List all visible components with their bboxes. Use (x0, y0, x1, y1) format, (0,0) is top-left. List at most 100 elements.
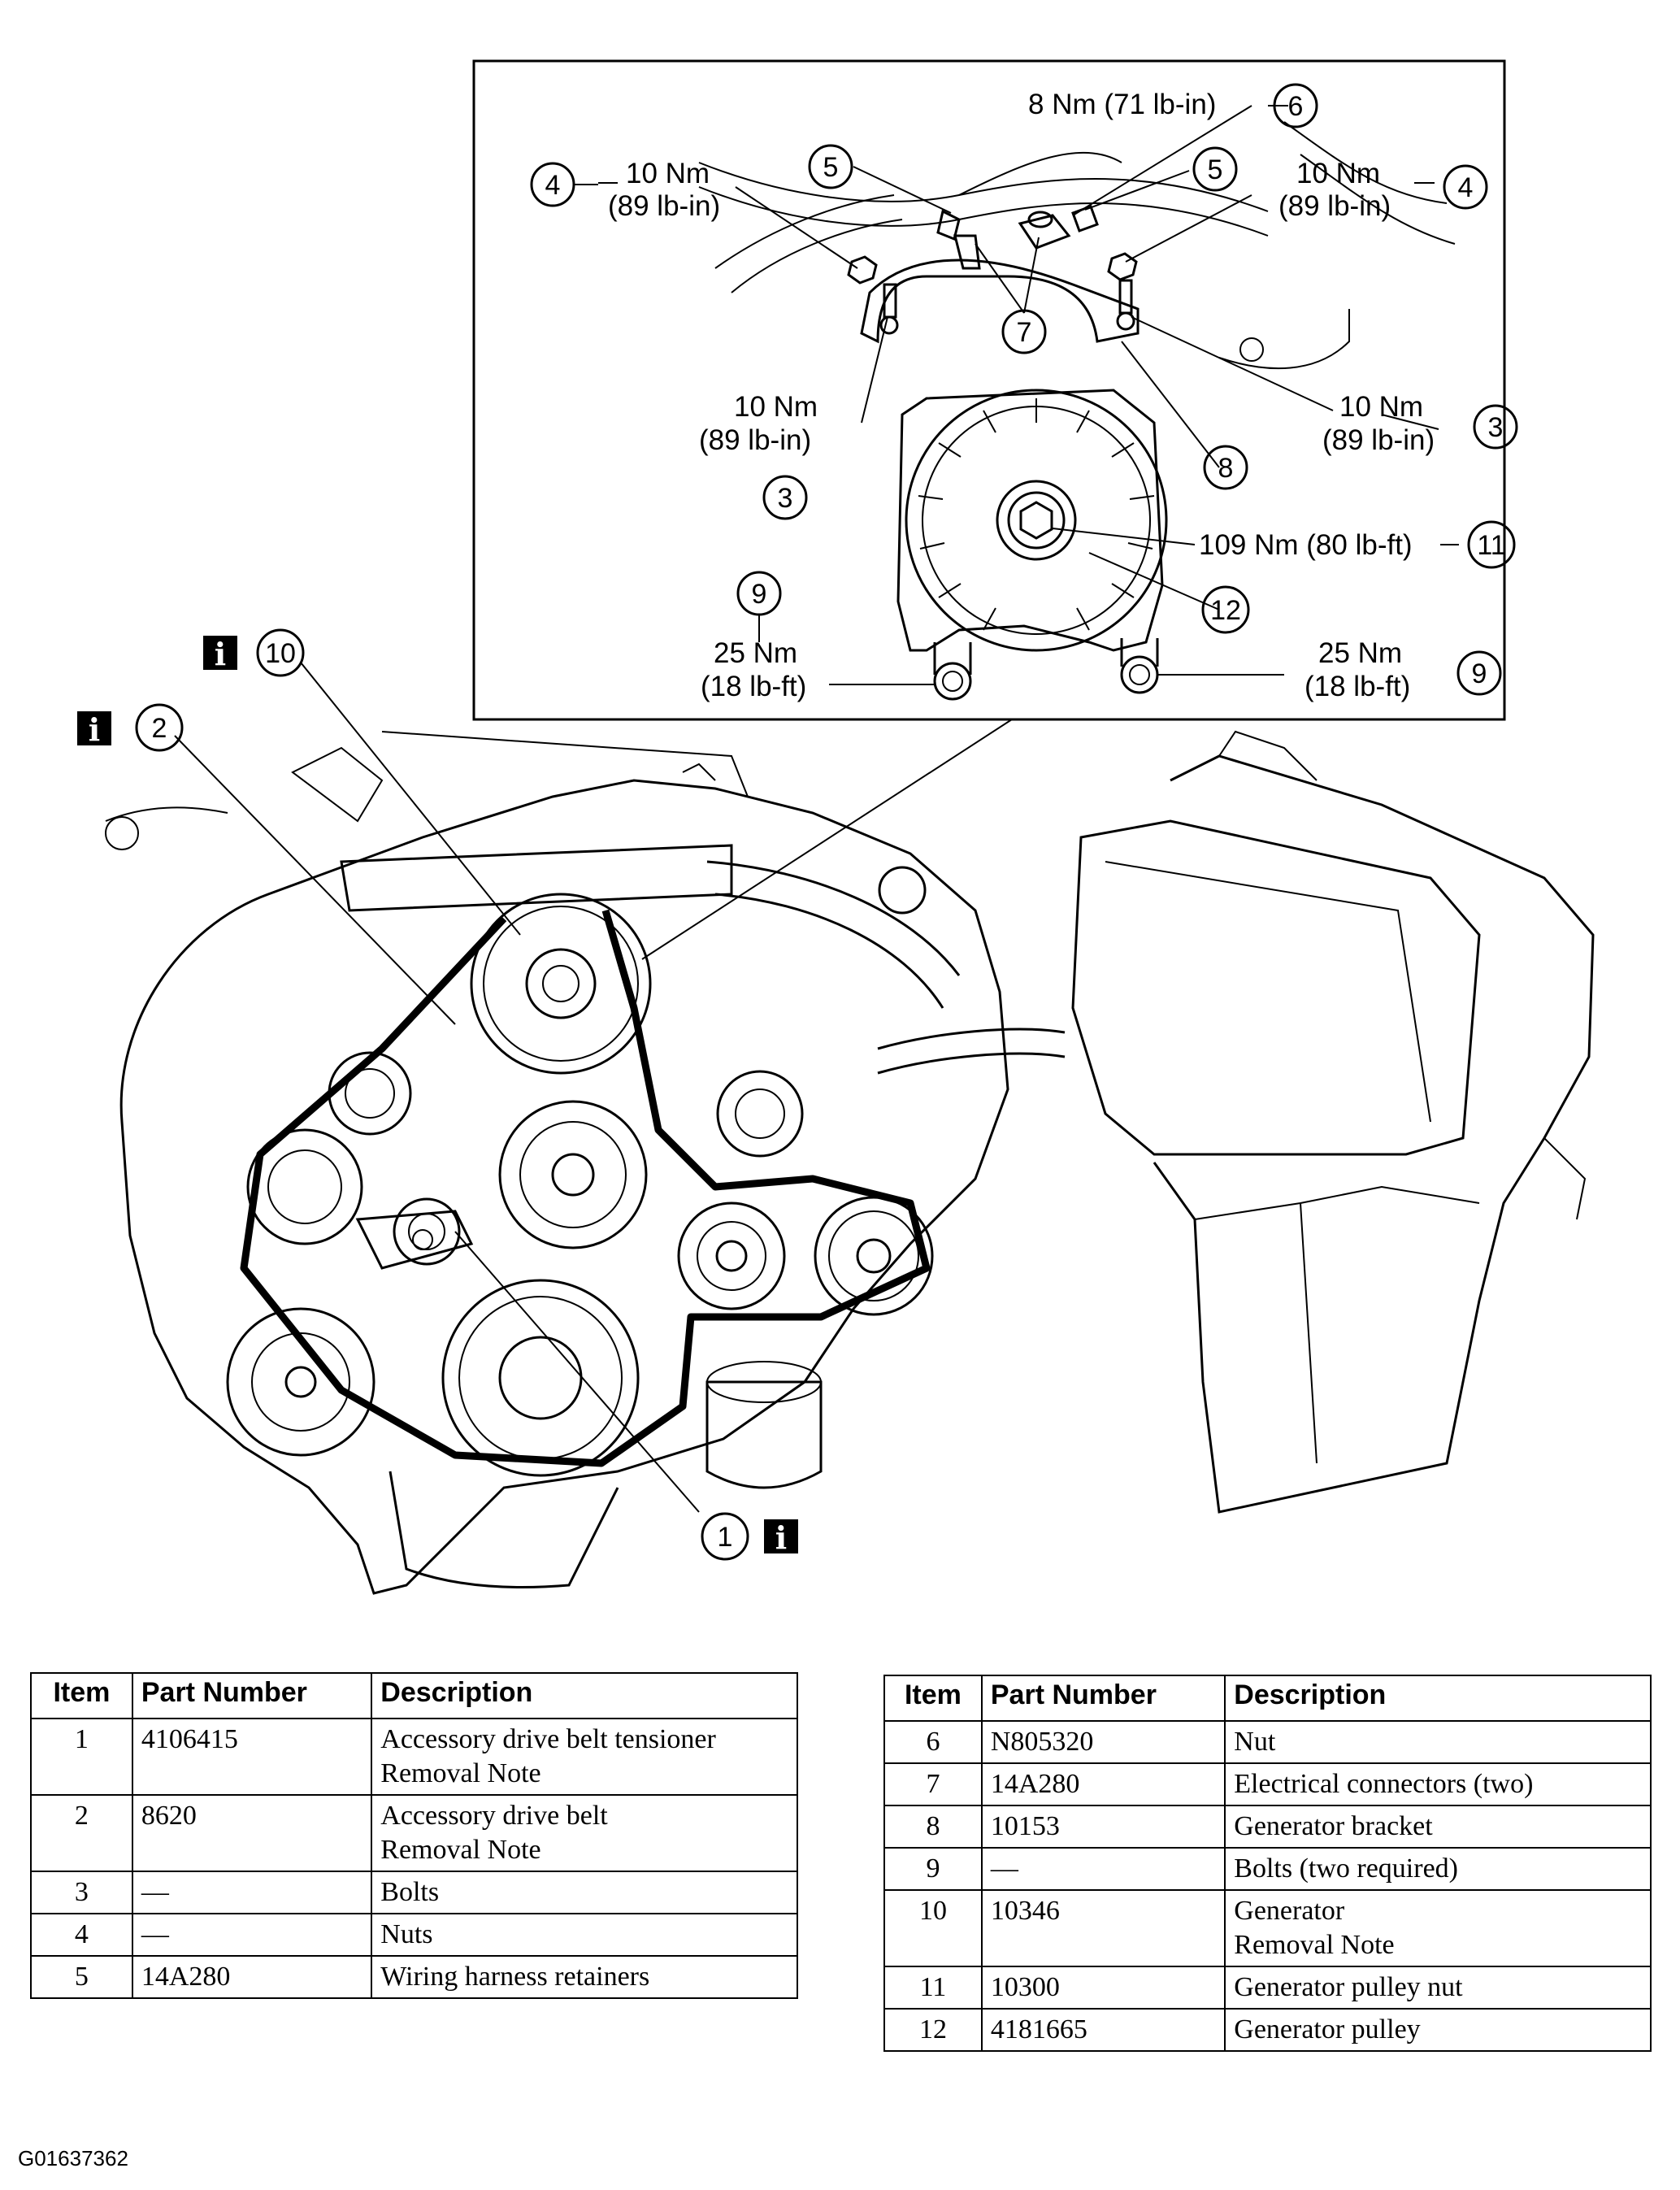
callout-4-right-torque-nm: 10 Nm (1296, 158, 1380, 189)
callout-12-number: 12 (1210, 595, 1241, 626)
part-number: 14A280 (980, 1762, 1226, 1806)
detail-inset-frame (472, 59, 1506, 721)
callout-10-info: i (215, 636, 226, 672)
item-number: 10 (883, 1889, 983, 1967)
header-description: Description (1224, 1675, 1652, 1722)
inset-pointer-line (641, 719, 1013, 960)
callout-10: i 10 (203, 628, 305, 677)
description: Nuts (371, 1913, 798, 1957)
callout-3-left-torque-nm: 10 Nm (734, 391, 818, 423)
callout-11-torque: 109 Nm (80 lb-ft) (1199, 529, 1413, 561)
description: Generator bracket (1224, 1805, 1652, 1849)
callout-2-info: i (89, 711, 100, 748)
header-item: Item (883, 1675, 983, 1722)
part-number: 14A280 (131, 1955, 373, 1999)
table-row: 2 8620 Accessory drive belt Removal Note (30, 1794, 798, 1872)
description-line: Generator (1234, 1896, 1345, 1926)
detail-inset: 8 Nm (71 lb-in) 6 4 10 Nm (89 lb-in) 5 5… (472, 59, 1518, 721)
description: Bolts (two required) (1224, 1847, 1652, 1891)
callout-9-left-torque-alt: (18 lb-ft) (701, 671, 806, 702)
callout-5-left: 5 (808, 144, 853, 189)
part-number: 8620 (131, 1794, 373, 1872)
description: Electrical connectors (two) (1224, 1762, 1652, 1806)
header-part-number: Part Number (980, 1675, 1226, 1722)
description: Wiring harness retainers (371, 1955, 798, 1999)
removal-note-icon-10[interactable] (203, 636, 237, 670)
callout-4-right: 10 Nm (89 lb-in) 4 (1278, 158, 1488, 222)
callout-1-number: 1 (718, 1522, 733, 1553)
part-number: 4181665 (980, 2008, 1226, 2052)
callout-4-left-number: 4 (545, 170, 561, 201)
table-row: 7 14A280 Electrical connectors (two) (883, 1762, 1652, 1806)
engine-leader-lines (174, 662, 700, 1513)
callout-9-left-torque-nm: 25 Nm (714, 637, 797, 669)
item-number: 4 (30, 1913, 133, 1957)
description: Generator pulley nut (1224, 1966, 1652, 2010)
item-number: 9 (883, 1847, 983, 1891)
item-number: 1 (30, 1718, 133, 1796)
figure-code: G01637362 (18, 2146, 128, 2170)
description: Generator pulley (1224, 2008, 1652, 2052)
callout-3-right: 10 Nm (89 lb-in) 3 (1322, 391, 1518, 456)
generator-drawing (896, 389, 1168, 701)
table-row: 10 10346 Generator Removal Note (883, 1889, 1652, 1967)
item-number: 8 (883, 1805, 983, 1849)
part-number: — (980, 1847, 1226, 1891)
callout-9-left: 9 25 Nm (18 lb-ft) (701, 571, 806, 702)
detail-leader-lines (598, 105, 1459, 685)
removal-note-link[interactable]: Removal Note (380, 1835, 541, 1865)
part-number: N805320 (980, 1720, 1226, 1764)
item-number: 2 (30, 1794, 133, 1872)
header-description: Description (371, 1672, 798, 1719)
callout-2-number: 2 (152, 713, 167, 744)
part-number: — (131, 1913, 373, 1957)
part-number: 10153 (980, 1805, 1226, 1849)
table-row: 12 4181665 Generator pulley (883, 2008, 1652, 2052)
callout-5-right: 5 (1192, 146, 1238, 192)
item-number: 7 (883, 1762, 983, 1806)
callout-3-right-number: 3 (1488, 412, 1504, 443)
table-row: 5 14A280 Wiring harness retainers (30, 1955, 798, 1999)
callout-8: 8 (1203, 445, 1248, 490)
table-row: 8 10153 Generator bracket (883, 1805, 1652, 1849)
table-row: 11 10300 Generator pulley nut (883, 1966, 1652, 2010)
callout-9-right-torque-alt: (18 lb-ft) (1304, 671, 1410, 702)
callout-7: 7 (1001, 309, 1047, 354)
callout-3-right-torque-nm: 10 Nm (1339, 391, 1423, 423)
part-number: 10346 (980, 1889, 1226, 1967)
callout-12: 12 (1201, 585, 1250, 634)
callout-9-right-number: 9 (1472, 658, 1487, 689)
callout-10-number: 10 (265, 638, 296, 669)
description: Nut (1224, 1720, 1652, 1764)
table-row: 3 — Bolts (30, 1871, 798, 1914)
callout-4-left: 4 10 Nm (89 lb-in) (530, 158, 720, 222)
parts-table-right: Item Part Number Description 6 N805320 N… (883, 1675, 1652, 2052)
table-header-row: Item Part Number Description (30, 1672, 798, 1719)
description-line: Accessory drive belt (380, 1801, 608, 1831)
header-part-number: Part Number (131, 1672, 373, 1719)
callout-11-number: 11 (1477, 530, 1505, 561)
part-number: — (131, 1871, 373, 1914)
removal-note-icon-2[interactable] (77, 711, 111, 745)
callout-6-torque: 8 Nm (71 lb-in) (1028, 89, 1216, 120)
callout-6-number: 6 (1288, 91, 1304, 122)
callout-5-left-number: 5 (823, 152, 839, 183)
callout-4-right-number: 4 (1458, 172, 1474, 203)
removal-note-icon-1[interactable] (764, 1519, 798, 1553)
callout-9-right-torque-nm: 25 Nm (1318, 637, 1402, 669)
description: Accessory drive belt Removal Note (371, 1794, 798, 1872)
header-item: Item (30, 1672, 133, 1719)
callout-9-left-number: 9 (752, 579, 767, 610)
callout-3-right-torque-alt: (89 lb-in) (1322, 424, 1435, 456)
removal-note-link[interactable]: Removal Note (1234, 1930, 1395, 1960)
generator-fan-slots (918, 398, 1155, 631)
engine-drawing (105, 730, 1595, 1595)
table-row: 9 — Bolts (two required) (883, 1847, 1652, 1891)
removal-note-link[interactable]: Removal Note (380, 1758, 541, 1788)
description: Accessory drive belt tensioner Removal N… (371, 1718, 798, 1796)
description-line: Accessory drive belt tensioner (380, 1724, 716, 1754)
callout-7-number: 7 (1017, 317, 1032, 348)
callout-6: 8 Nm (71 lb-in) 6 (1028, 83, 1318, 128)
generator-bracket-drawing (847, 205, 1140, 344)
table-row: 1 4106415 Accessory drive belt tensioner… (30, 1718, 798, 1796)
